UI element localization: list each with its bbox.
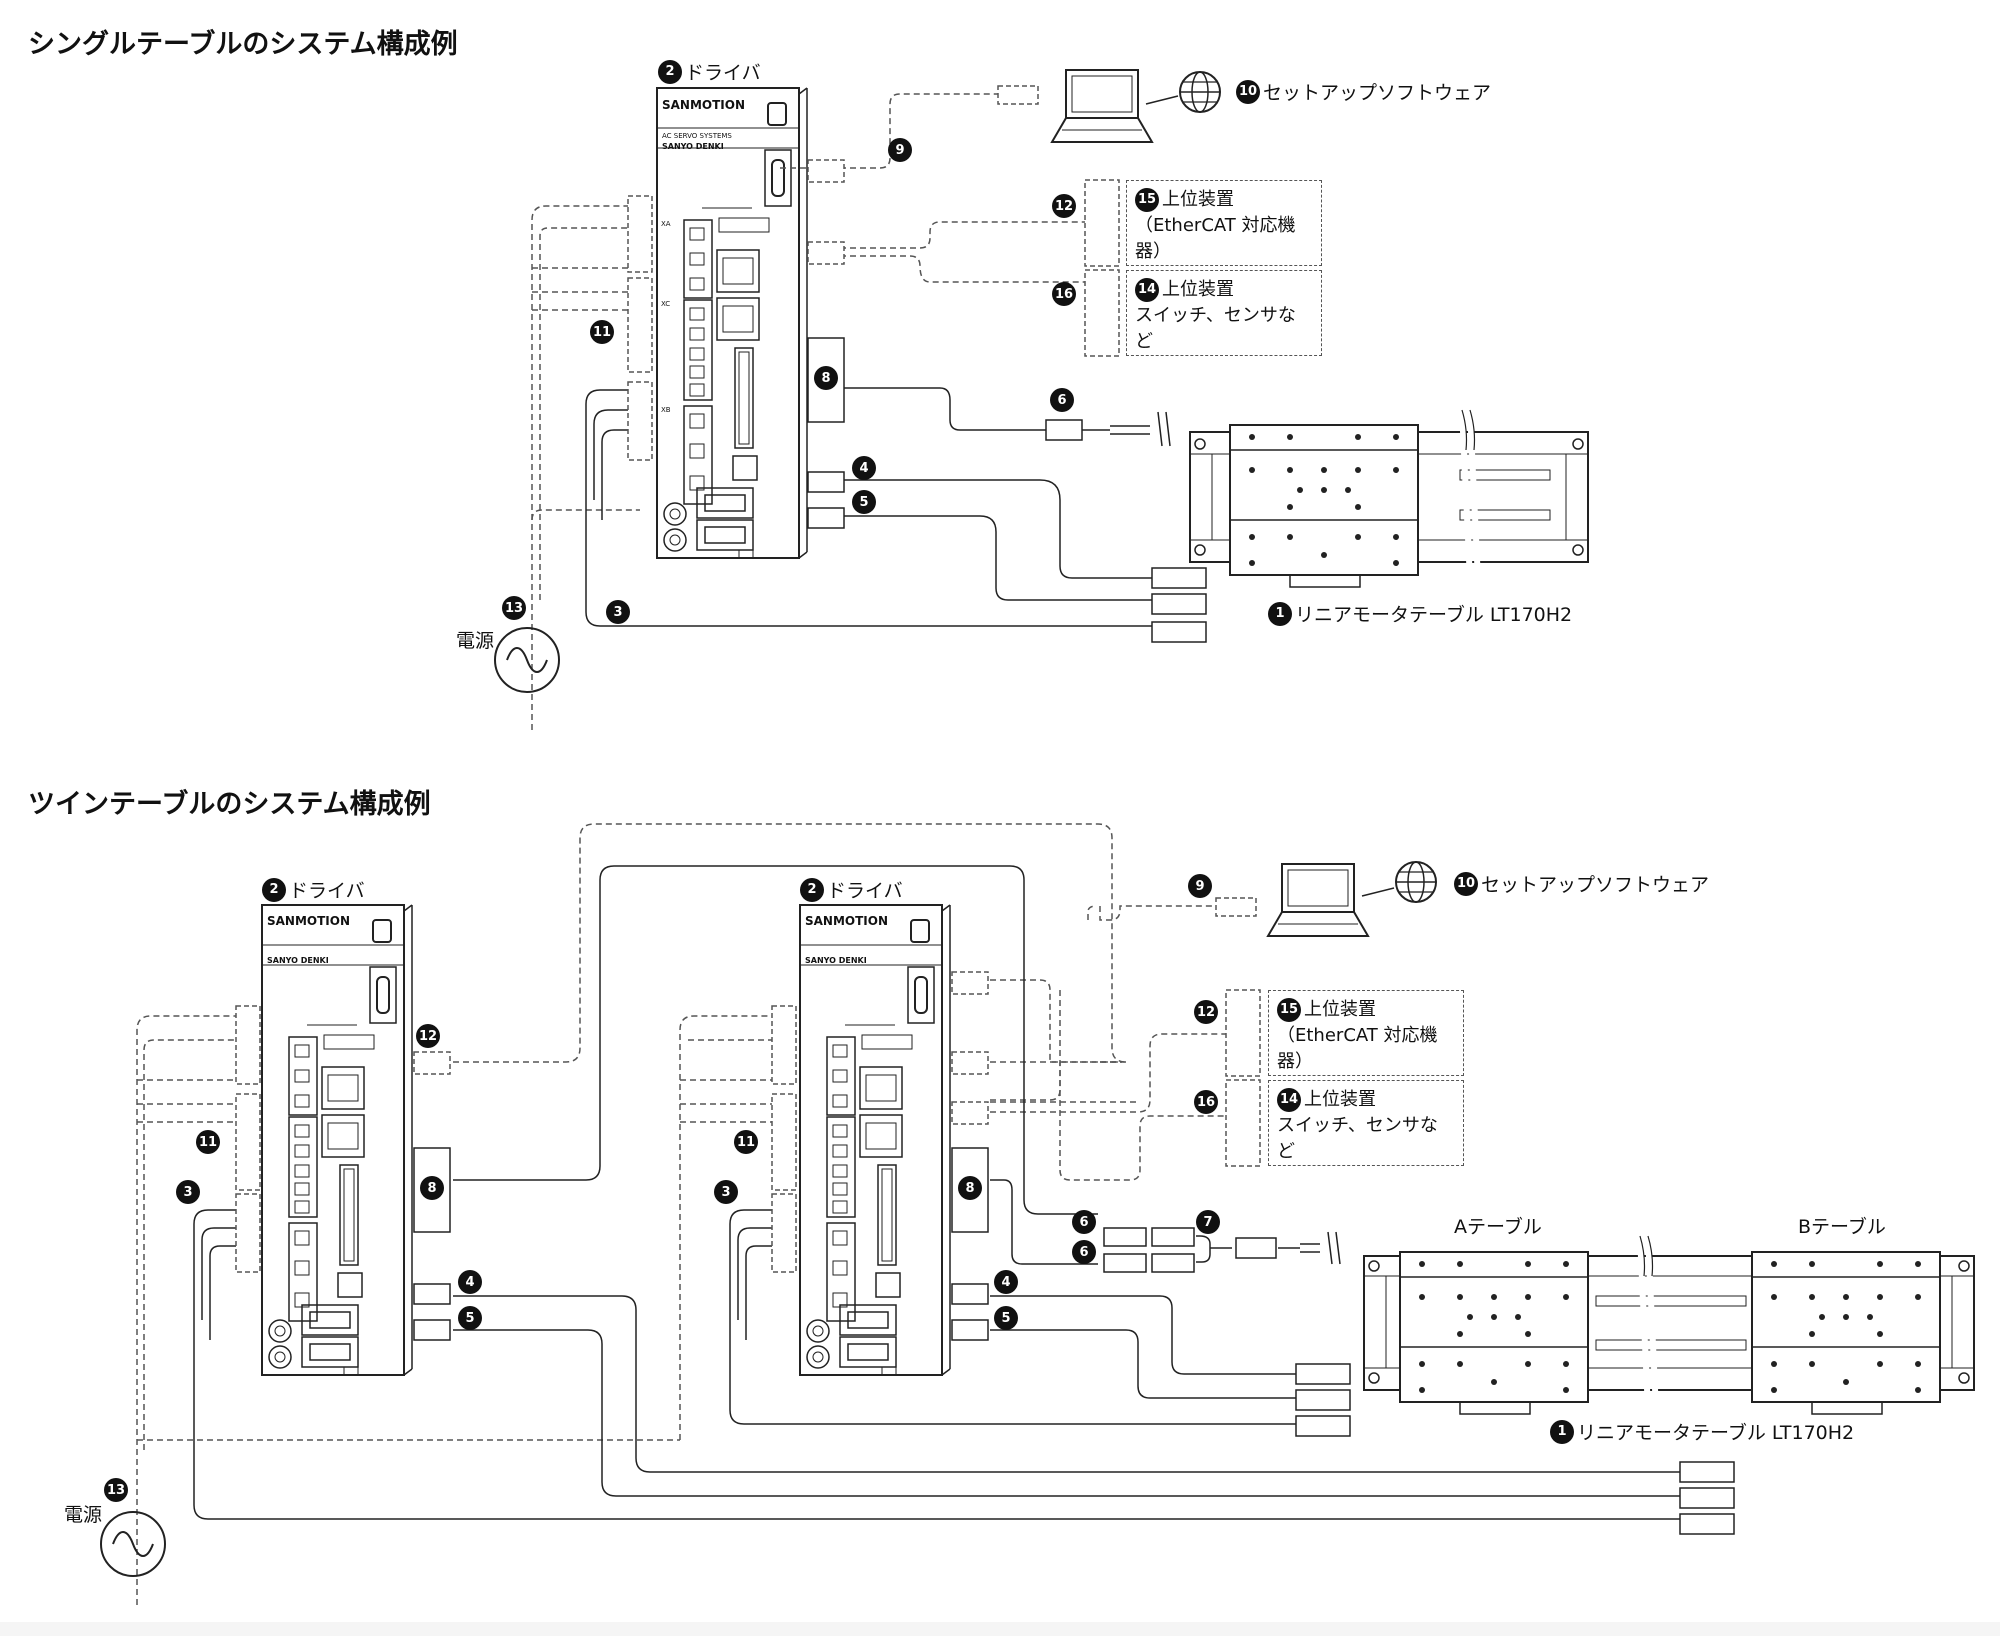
- twin-badge-6b: 6: [1072, 1240, 1096, 1264]
- twin-badge-8-left: 8: [420, 1176, 444, 1200]
- twin-badge-16: 16: [1194, 1090, 1218, 1114]
- badge-16: 16: [1052, 282, 1076, 306]
- single-table-title: シングルテーブルのシステム構成例: [28, 29, 458, 60]
- twin-badge-13: 13: [104, 1478, 128, 1502]
- twin-badge-5-right: 5: [994, 1306, 1018, 1330]
- twin-linear-table-label: 1 リニアモータテーブル LT170H2: [1550, 1418, 1854, 1445]
- twin-left-driver-maker: SANYO DENKI: [267, 956, 329, 965]
- single-driver-brand: SANMOTION: [662, 98, 746, 112]
- bottom-strip: [0, 1622, 2000, 1636]
- badge-9: 9: [888, 138, 912, 162]
- single-driver-xb: XB: [661, 406, 671, 414]
- twin-left-driver-brand: SANMOTION: [267, 914, 351, 928]
- twin-badge-12: 12: [1194, 1000, 1218, 1024]
- twin-badge-12b: 12: [416, 1024, 440, 1048]
- twin-driver-right: [799, 904, 951, 1376]
- twin-badge-8-right: 8: [958, 1176, 982, 1200]
- twin-table-title: ツインテーブルのシステム構成例: [28, 789, 431, 820]
- twin-linear-table: [1363, 1235, 1975, 1415]
- twin-right-driver-maker: SANYO DENKI: [805, 956, 867, 965]
- single-setup-software-label: 10 セットアップソフトウェア: [1236, 78, 1491, 105]
- twin-badge-11-right: 11: [734, 1130, 758, 1154]
- twin-badge-7: 7: [1196, 1210, 1220, 1234]
- single-linear-table-label: 1 リニアモータテーブル LT170H2: [1268, 600, 1572, 627]
- twin-power-label: 電源: [64, 1504, 103, 1526]
- single-driver-maker: SANYO DENKI: [662, 142, 724, 151]
- badge-10: 10: [1236, 79, 1260, 104]
- badge-15: 15: [1135, 188, 1159, 212]
- twin-badge-11-left: 11: [196, 1130, 220, 1154]
- twin-badge-4-right: 4: [994, 1270, 1018, 1294]
- twin-driver-left: [261, 904, 413, 1376]
- table-a-label: Aテーブル: [1454, 1216, 1542, 1238]
- badge-1: 1: [1268, 601, 1292, 626]
- badge-12: 12: [1052, 194, 1076, 218]
- badge-11: 11: [590, 320, 614, 344]
- twin-right-driver-brand: SANMOTION: [805, 914, 889, 928]
- twin-badge-5-left: 5: [458, 1306, 482, 1330]
- single-driver-series: AC SERVO SYSTEMS: [662, 132, 732, 140]
- single-driver-xa: XA: [661, 220, 671, 228]
- single-driver: [656, 87, 808, 559]
- badge-2: 2: [658, 59, 682, 84]
- table-b-label: Bテーブル: [1798, 1216, 1886, 1238]
- badge-4: 4: [852, 456, 876, 480]
- badge-8: 8: [814, 366, 838, 390]
- twin-driver-right-label: 2 ドライバ: [800, 876, 903, 903]
- twin-badge-6a: 6: [1072, 1210, 1096, 1234]
- twin-badge-3-left: 3: [176, 1180, 200, 1204]
- badge-5: 5: [852, 490, 876, 514]
- twin-badge-4-left: 4: [458, 1270, 482, 1294]
- badge-14: 14: [1135, 278, 1159, 302]
- twin-setup-software-label: 10 セットアップソフトウェア: [1454, 870, 1709, 897]
- badge-3: 3: [606, 600, 630, 624]
- badge-6: 6: [1050, 388, 1074, 412]
- twin-driver-left-label: 2 ドライバ: [262, 876, 365, 903]
- single-linear-table: [1189, 409, 1589, 588]
- single-power-label: 電源: [456, 630, 495, 652]
- twin-badge-9: 9: [1188, 874, 1212, 898]
- single-driver-xc: XC: [661, 300, 671, 308]
- single-driver-label: 2 ドライバ: [658, 58, 761, 85]
- twin-badge-3-right: 3: [714, 1180, 738, 1204]
- badge-13: 13: [502, 596, 526, 620]
